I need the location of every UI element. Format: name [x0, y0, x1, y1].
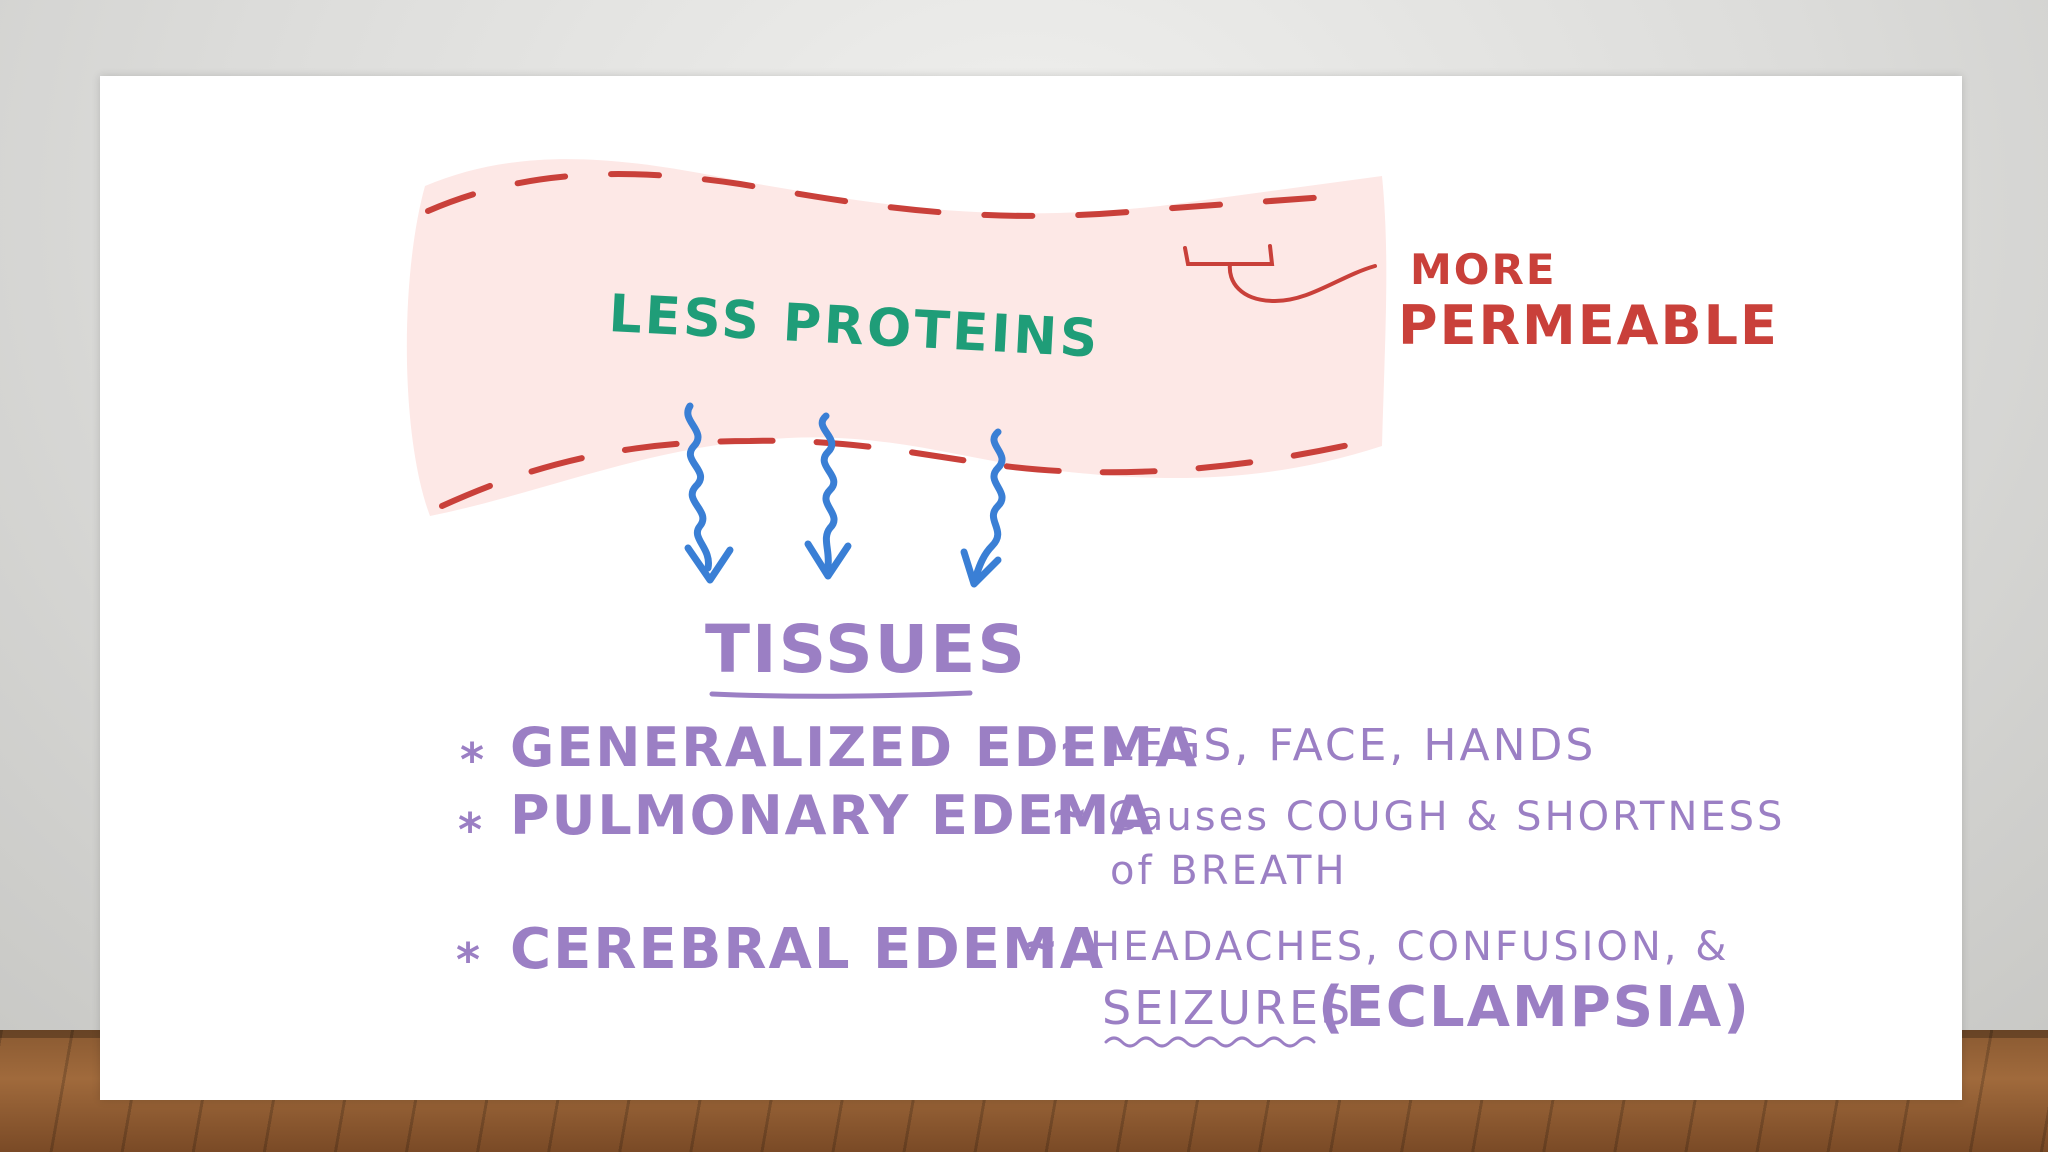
protein-leak-arrows [684, 402, 1006, 588]
pulmonary-separator: ~ [1050, 785, 1091, 839]
permeable-label: PERMEABLE [1398, 294, 1779, 357]
seizures-label: SEIZURES [1102, 981, 1353, 1035]
seizures-wavy-underline [1104, 1036, 1316, 1048]
cerebral-separator: ~ [1020, 917, 1061, 971]
more-label: MORE [1410, 245, 1557, 294]
leak-arrow-middle [818, 412, 838, 570]
leak-arrow-left [684, 402, 712, 572]
bullet-cerebral: * [456, 933, 482, 987]
pulmonary-symptoms-line1: Causes COUGH & SHORTNESS [1108, 794, 1785, 840]
pore-bracket [1183, 244, 1377, 304]
leak-arrow-left-head [684, 544, 734, 584]
pulmonary-symptoms-line2: of BREATH [1110, 848, 1348, 894]
leak-arrow-right-head [960, 548, 1002, 588]
vessel-bottom-wall [439, 435, 1383, 509]
cerebral-edema-label: CEREBRAL EDEMA [510, 917, 1105, 982]
bullet-pulmonary: * [458, 803, 484, 857]
vessel-top-wall [425, 171, 1343, 219]
generalized-symptoms: LEGS, FACE, HANDS [1108, 720, 1596, 771]
generalized-separator: ~ [1058, 717, 1099, 771]
edema-diagram: LESS PROTEINS MORE PERMEABLE TISSUES * G… [406, 159, 1785, 1048]
tissues-underline [709, 690, 973, 699]
leak-arrow-right [972, 428, 1006, 580]
leak-arrow-middle-head [804, 540, 852, 580]
eclampsia-label: (ECLAMPSIA) [1318, 975, 1751, 1040]
slide: LESS PROTEINS MORE PERMEABLE TISSUES * G… [100, 76, 1962, 1100]
generalized-edema-label: GENERALIZED EDEMA [510, 716, 1199, 779]
cerebral-symptoms-line1: HEADACHES, CONFUSION, & [1090, 924, 1729, 970]
tissues-label: TISSUES [705, 611, 1027, 688]
pulmonary-edema-label: PULMONARY EDEMA [510, 784, 1155, 847]
bullet-generalized: * [460, 733, 486, 787]
vessel-body [406, 159, 1387, 517]
